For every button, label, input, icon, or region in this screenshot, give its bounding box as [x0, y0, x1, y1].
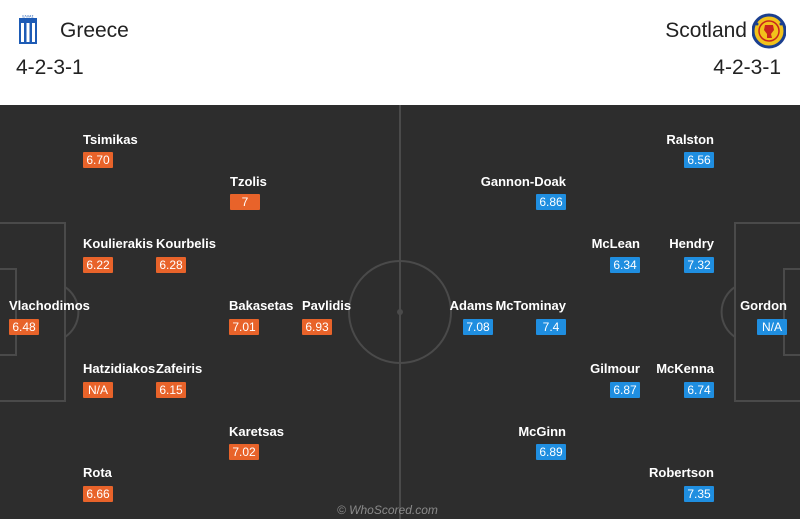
home-player-rating: 6.70 — [83, 152, 113, 168]
home-player-rating: 6.15 — [156, 382, 186, 398]
away-player-rating: 6.56 — [684, 152, 714, 168]
away-player-name[interactable]: McLean — [591, 236, 640, 251]
center-spot — [397, 309, 403, 315]
away-player-name[interactable]: Adams — [449, 298, 493, 313]
away-player-name[interactable]: Robertson — [649, 465, 714, 480]
home-player-rating: 6.93 — [302, 319, 332, 335]
home-penalty-arc — [64, 286, 80, 338]
away-player-name[interactable]: Gannon-Doak — [480, 174, 566, 189]
home-player-name[interactable]: Tsimikas — [83, 132, 138, 147]
away-player-name[interactable]: Gordon — [740, 298, 787, 313]
away-player-rating: 7.32 — [684, 257, 714, 273]
away-player-name[interactable]: McKenna — [656, 361, 714, 376]
away-team-name: Scotland — [665, 19, 747, 42]
home-player-rating: N/A — [83, 382, 113, 398]
home-player-rating: 7.02 — [229, 444, 259, 460]
home-player-name[interactable]: Kourbelis — [156, 236, 216, 251]
scotland-crest-icon — [752, 13, 786, 49]
away-player-name[interactable]: Gilmour — [590, 361, 640, 376]
home-player-name[interactable]: Karetsas — [229, 424, 284, 439]
home-player-rating: 7 — [230, 194, 260, 210]
away-player-rating: 7.08 — [463, 319, 493, 335]
away-goal-area — [783, 268, 800, 356]
away-penalty-arc — [720, 286, 736, 338]
home-formation: 4-2-3-1 — [16, 56, 84, 79]
home-player-rating: 6.28 — [156, 257, 186, 273]
away-player-rating: N/A — [757, 319, 787, 335]
watermark: © WhoScored.com — [337, 503, 438, 517]
home-player-rating: 7.01 — [229, 319, 259, 335]
home-player-rating: 6.66 — [83, 486, 113, 502]
center-circle — [348, 260, 452, 364]
home-player-name[interactable]: Tzolis — [230, 174, 267, 189]
away-penalty-box — [734, 222, 800, 402]
home-player-name[interactable]: Zafeiris — [156, 361, 203, 376]
greece-flag-text: ΕΛΛΑΣ — [22, 14, 33, 18]
away-player-rating: 6.34 — [610, 257, 640, 273]
away-player-rating: 6.86 — [536, 194, 566, 210]
home-player-name[interactable]: Hatzidiakos — [83, 361, 156, 376]
home-player-name[interactable]: Bakasetas — [229, 298, 294, 313]
away-player-name[interactable]: McGinn — [518, 424, 566, 439]
home-player-name[interactable]: Koulierakis — [83, 236, 154, 251]
away-player-rating: 7.35 — [684, 486, 714, 502]
away-player-name[interactable]: Hendry — [669, 236, 714, 251]
away-player-rating: 6.89 — [536, 444, 566, 460]
away-formation: 4-2-3-1 — [713, 56, 781, 79]
home-player-name[interactable]: Rota — [83, 465, 112, 480]
greece-flag-icon: ΕΛΛΑΣ — [17, 14, 39, 48]
home-player-name[interactable]: Vlachodimos — [9, 298, 90, 313]
away-player-name[interactable]: McTominay — [495, 298, 566, 313]
pitch — [0, 105, 800, 519]
match-header: ΕΛΛΑΣ Greece 4-2-3-1 Scotland 4-2-3-1 — [0, 0, 800, 105]
home-player-rating: 6.48 — [9, 319, 39, 335]
home-player-name[interactable]: Pavlidis — [302, 298, 352, 313]
away-player-rating: 6.74 — [684, 382, 714, 398]
home-player-rating: 6.22 — [83, 257, 113, 273]
away-player-name[interactable]: Ralston — [666, 132, 714, 147]
away-player-rating: 6.87 — [610, 382, 640, 398]
home-penalty-box — [0, 222, 66, 402]
home-goal-area — [0, 268, 17, 356]
away-player-rating: 7.4 — [536, 319, 566, 335]
home-team-name: Greece — [60, 19, 129, 42]
